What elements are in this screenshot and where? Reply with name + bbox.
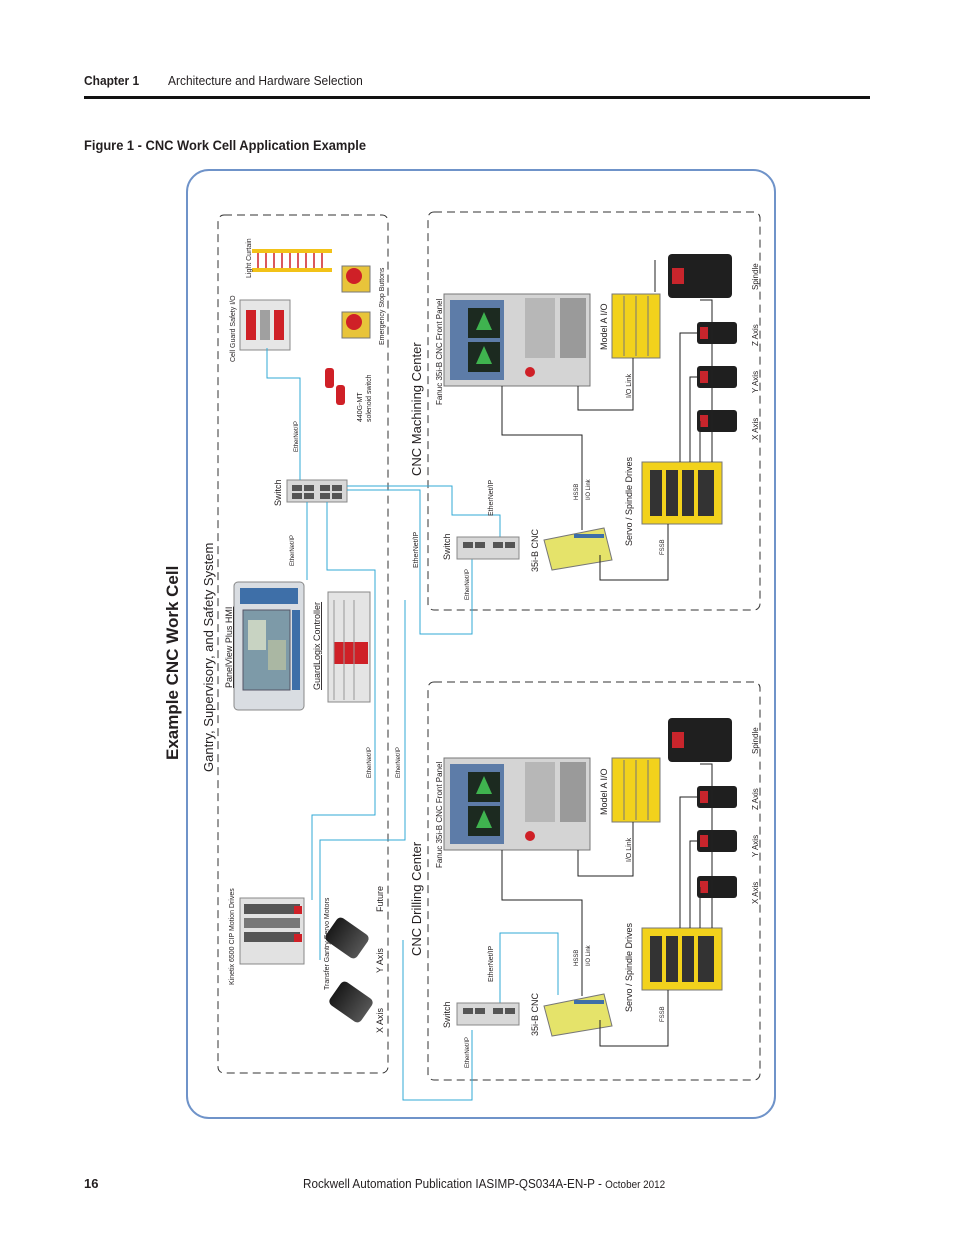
estop-label: Emergency Stop Buttons [379, 267, 386, 345]
ethernet-label-4: EtherNet/IP [396, 747, 402, 778]
drilling-motors [668, 718, 737, 898]
cell-guard-safety-io [239, 299, 291, 351]
drilling-z-axis-label: Z Axis [751, 788, 760, 810]
header-rule [84, 96, 870, 99]
kinetix-drives [239, 897, 305, 965]
safety-ethernet-switch [286, 479, 348, 503]
drilling-zone-border [427, 681, 761, 1081]
ethernet-label-2: EtherNet/IP [290, 535, 296, 566]
gantry-y-axis-label: Y Axis [375, 948, 385, 973]
publication-date: October 2012 [605, 1179, 666, 1191]
drilling-ethernet-b: EtherNet/IP [465, 1037, 471, 1068]
machining-io-link-label: I/O Link [626, 373, 633, 398]
safety-switch-label: Switch [273, 479, 283, 506]
machining-servo-drives [641, 461, 723, 525]
drilling-servo-drives [641, 927, 723, 991]
drilling-fssb-label: FSSB [660, 1006, 666, 1022]
drilling-front-panel-label: Fanuc 35i-B CNC Front Panel [435, 762, 444, 868]
drilling-hssb-label: HSSB [574, 950, 580, 966]
safety-zone-title: Gantry, Supervisory, and Safety System [201, 543, 216, 772]
machining-ethernet-b: EtherNet/IP [413, 531, 420, 568]
ethernet-cabling [266, 348, 559, 1101]
machining-x-axis-label: X Axis [751, 418, 760, 440]
machining-ethernet-switch [456, 536, 520, 560]
machining-z-axis-label: Z Axis [751, 324, 760, 346]
machining-center-title: CNC Machining Center [409, 342, 424, 476]
drilling-model-a-io-label: Model A I/O [599, 768, 609, 815]
gantry-x-axis-label: X Axis [375, 1007, 385, 1033]
drilling-ethernet-switch [456, 1002, 520, 1026]
machining-cables [501, 260, 713, 581]
guardlogix-controller [327, 591, 371, 703]
controller-label: GuardLogix Controller [312, 602, 322, 690]
drilling-center-title: CNC Drilling Center [409, 841, 424, 956]
machining-io-link-2-label: I/O Link [586, 478, 592, 500]
panelview-hmi [233, 581, 305, 711]
publication-text: Rockwell Automation Publication IASIMP-Q… [303, 1176, 606, 1191]
gantry-servo-motors [325, 917, 373, 1023]
chapter-label: Chapter 1 [84, 73, 140, 88]
drilling-switch-label: Switch [442, 1001, 452, 1028]
page-number: 16 [84, 1176, 99, 1191]
drilling-x-axis-label: X Axis [751, 882, 760, 904]
machining-servo-drives-label: Servo / Spindle Drives [624, 456, 634, 546]
machining-model-a-io [611, 293, 661, 359]
light-curtain [252, 249, 332, 272]
machining-35i-cnc [543, 527, 613, 571]
safety-zone-border [217, 214, 389, 1074]
drilling-cnc-label: 35i-B CNC [530, 992, 540, 1036]
chapter-title: Architecture and Hardware Selection [168, 73, 363, 88]
future-label: Future [375, 886, 385, 912]
hmi-label: PanelView Plus HMI [224, 607, 234, 688]
light-curtain-label: Light Curtain [246, 238, 253, 278]
cell-guard-io-label: Cell Guard Safety I/O [230, 295, 237, 362]
drilling-35i-cnc [543, 993, 613, 1037]
gantry-motors-label: Transfer Gantry Servo Motors [324, 897, 331, 990]
machining-y-axis-label: Y Axis [751, 371, 760, 393]
drilling-ethernet-a: EtherNet/IP [488, 945, 495, 982]
machining-cnc-label: 35i-B CNC [530, 528, 540, 572]
drilling-spindle-label: Spindle [751, 727, 760, 754]
solenoid-label-2: solenoid switch [366, 374, 373, 422]
machining-zone-border [427, 211, 761, 611]
machining-model-a-io-label: Model A I/O [599, 303, 609, 350]
outer-frame [186, 169, 776, 1119]
drilling-io-link-label: I/O Link [626, 837, 633, 862]
machining-spindle-label: Spindle [751, 263, 760, 290]
drilling-io-link-2-label: I/O Link [586, 944, 592, 966]
solenoid-label: 440G-MT [357, 392, 364, 422]
drilling-model-a-io [611, 757, 661, 823]
figure-caption: Figure 1 - CNC Work Cell Application Exa… [84, 137, 366, 153]
ethernet-label-3: EtherNet/IP [367, 747, 373, 778]
drilling-cables [501, 763, 713, 1047]
machining-front-panel [443, 293, 591, 387]
publication-footer: Rockwell Automation Publication IASIMP-Q… [303, 1176, 665, 1191]
drilling-y-axis-label: Y Axis [751, 835, 760, 857]
machining-ethernet-a: EtherNet/IP [488, 479, 495, 516]
machining-ethernet-c: EtherNet/IP [465, 569, 471, 600]
machining-hssb-label: HSSB [574, 484, 580, 500]
machining-motors [668, 254, 737, 432]
emergency-stop-buttons [341, 265, 371, 339]
machining-front-panel-label: Fanuc 35i-B CNC Front Panel [435, 299, 444, 405]
kinetix-label: Kinetix 6500 CIP Motion Drives [229, 888, 236, 985]
drilling-servo-drives-label: Servo / Spindle Drives [624, 922, 634, 1012]
machining-switch-label: Switch [442, 533, 452, 560]
drilling-front-panel [443, 757, 591, 851]
diagram-title: Example CNC Work Cell [163, 566, 182, 760]
solenoid-switch [325, 368, 345, 405]
ethernet-label-1: EtherNet/IP [294, 421, 300, 452]
machining-fssb-label: FSSB [660, 539, 666, 555]
